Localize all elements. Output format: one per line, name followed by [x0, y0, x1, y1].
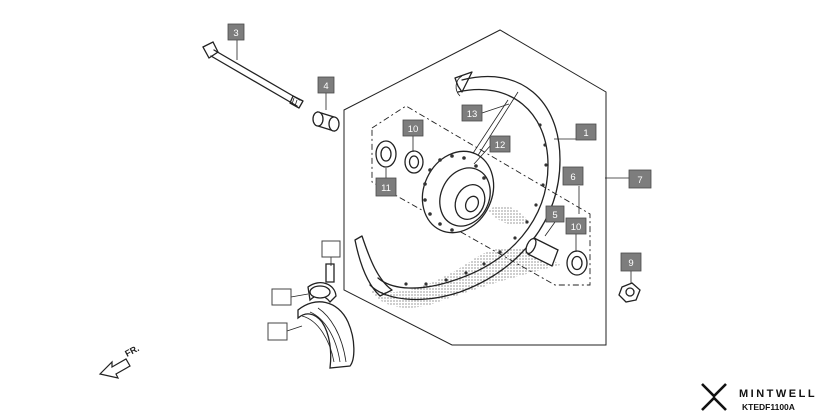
- callout-tire: [267, 322, 288, 341]
- arrow-icon: [98, 358, 131, 379]
- callout-4: 4: [317, 76, 335, 94]
- callout-10-lower-label: 10: [571, 222, 582, 233]
- bearing-left: [404, 150, 424, 174]
- callout-7: 7: [628, 169, 652, 189]
- callout-7-label: 7: [637, 175, 642, 186]
- tire: [297, 301, 355, 369]
- callout-12-label: 12: [495, 140, 506, 151]
- dust-seal-left: [375, 140, 397, 168]
- callout-3: 3: [227, 23, 245, 41]
- hub-subassembly-boundary: [371, 105, 591, 286]
- callout-3-label: 3: [233, 28, 238, 39]
- callout-10-upper-label: 10: [408, 124, 419, 135]
- callout-4-label: 4: [323, 81, 328, 92]
- callout-10-upper: 10: [402, 119, 424, 137]
- callout-tube: [271, 288, 292, 306]
- rim-band: [325, 263, 335, 283]
- axle-nut: [618, 282, 641, 303]
- front-axle: [202, 41, 304, 109]
- brand-name: MINTWELL: [739, 388, 817, 400]
- rim-inner-shadow: [488, 205, 530, 225]
- leader-lines: [236, 40, 632, 332]
- callout-10-lower: 10: [565, 217, 587, 235]
- callout-12: 12: [489, 135, 511, 153]
- mintwell-logo-icon: [701, 383, 727, 411]
- front-direction-label: FR.: [123, 343, 140, 359]
- callout-rim-band: [321, 240, 341, 258]
- side-collar: [312, 111, 340, 132]
- callout-6: 6: [562, 166, 584, 186]
- callout-9-label: 9: [628, 258, 633, 269]
- callout-1-label: 1: [583, 128, 588, 139]
- rim-spoke-holes: [404, 123, 548, 286]
- callout-6-label: 6: [570, 172, 575, 183]
- hub: [421, 150, 495, 234]
- diagram-code: KTEDF1100A: [742, 402, 795, 412]
- callout-13-label: 13: [467, 109, 478, 120]
- rim-shadow: [370, 247, 560, 308]
- hub-flange-holes: [423, 154, 486, 232]
- callout-11: 11: [375, 177, 397, 197]
- assembly-frame: [343, 29, 607, 346]
- callout-5: 5: [545, 205, 565, 223]
- callout-5-label: 5: [552, 210, 557, 221]
- distance-collar: [525, 237, 559, 267]
- front-direction-indicator: FR.: [98, 343, 141, 379]
- callout-9: 9: [620, 252, 642, 272]
- callout-1: 1: [575, 123, 597, 141]
- callout-13: 13: [461, 104, 483, 122]
- bearing-right: [566, 250, 588, 276]
- inner-tube: [307, 282, 337, 303]
- callout-11-label: 11: [381, 183, 391, 194]
